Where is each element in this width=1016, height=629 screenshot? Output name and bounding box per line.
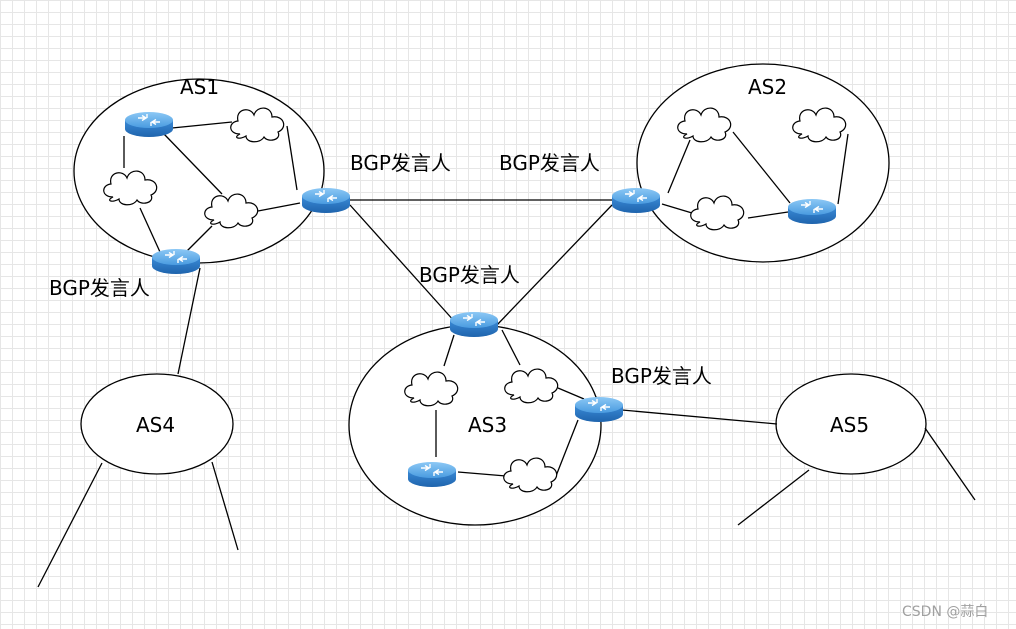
router-icon bbox=[151, 248, 201, 275]
router-icon bbox=[407, 461, 457, 488]
router-icon bbox=[787, 198, 837, 225]
bgp-speaker-label: BGP发言人 bbox=[350, 151, 451, 175]
as1-internal-links bbox=[123, 121, 301, 253]
router-icon bbox=[611, 187, 661, 214]
as2-internal-links bbox=[661, 131, 849, 219]
as3-internal-links bbox=[435, 329, 585, 477]
as4-label: AS4 bbox=[136, 413, 175, 437]
router-icon bbox=[574, 396, 624, 423]
as4-boundary bbox=[80, 373, 234, 475]
bgp-speaker-label: BGP发言人 bbox=[49, 276, 150, 300]
as5-label: AS5 bbox=[830, 413, 869, 437]
watermark: CSDN @蒜白 bbox=[902, 604, 988, 620]
router-icon bbox=[301, 187, 351, 214]
router-icon bbox=[124, 111, 174, 138]
external-links bbox=[37, 427, 976, 588]
as2-label: AS2 bbox=[748, 75, 787, 99]
bgp-speaker-label: BGP发言人 bbox=[499, 151, 600, 175]
as1-label: AS1 bbox=[180, 75, 219, 99]
bgp-speaker-label: BGP发言人 bbox=[419, 263, 520, 287]
as3-label: AS3 bbox=[468, 413, 507, 437]
bgp-speaker-label: BGP发言人 bbox=[611, 364, 712, 388]
inter-as-links bbox=[177, 199, 778, 425]
router-icon bbox=[449, 311, 499, 338]
